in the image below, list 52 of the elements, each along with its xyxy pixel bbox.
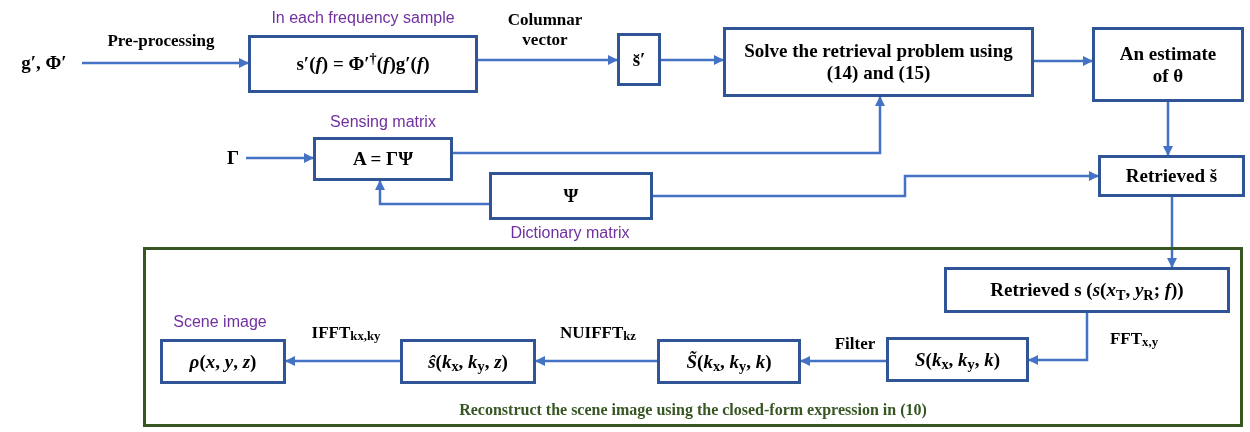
arrow <box>1167 197 1177 268</box>
box-text: S̃(k$_{x}$, k$_{y}$, k) <box>685 350 773 373</box>
arrow <box>653 171 1099 198</box>
arrow <box>1034 56 1093 66</box>
arrow <box>82 58 249 68</box>
input-symbol: g′, Φ′ <box>20 52 68 74</box>
arrow <box>800 356 886 366</box>
process-box <box>248 35 478 93</box>
arrow <box>1163 102 1173 156</box>
arrow <box>661 55 724 65</box>
edge-label: FFT$_{x,y}$ <box>1108 328 1159 352</box>
box-text: Retrieved š <box>1124 165 1219 187</box>
arrow <box>375 180 489 206</box>
box-text: S(k$_{x}$, k$_{y}$, k) <box>914 348 1001 371</box>
process-box <box>886 337 1029 382</box>
edge-label: Pre-processing <box>106 30 216 53</box>
box-text: ŝ(k$_{x}$, k$_{y}$, z) <box>427 350 509 373</box>
box-text: ρ(x, y, z) <box>188 350 258 373</box>
edge-label: NUIFFT$_{kz}$ <box>559 322 637 346</box>
process-box <box>160 339 286 384</box>
arrow <box>1028 313 1089 365</box>
annotation-text: Sensing matrix <box>329 112 437 132</box>
edge-label: Filter <box>833 333 877 356</box>
arrow <box>246 153 314 163</box>
box-text: s̆′ <box>631 48 647 71</box>
annotation-text: In each frequency sample <box>270 8 456 28</box>
box-text: A = ΓΨ <box>352 148 414 170</box>
annotation-text: Scene image <box>172 312 268 332</box>
arrow <box>535 356 657 366</box>
input-symbol: Γ <box>225 147 241 169</box>
process-box <box>400 339 536 384</box>
box-text: Retrieved s (s(x$_{T}$, y$_{R}$; f)) <box>989 279 1185 301</box>
box-text: Ψ <box>562 185 580 207</box>
process-box <box>1092 27 1244 102</box>
edge-label: IFFT$_{kx,ky}$ <box>310 322 382 346</box>
process-box <box>1098 155 1245 197</box>
group-caption: Reconstruct the scene image using the closed-form expression in (10) <box>458 400 928 421</box>
edge-label: Columnar vector <box>506 9 584 51</box>
process-box <box>313 137 453 181</box>
box-text: s′(f) = Φ′$^{†}$(f)g′(f) <box>295 53 431 75</box>
process-box <box>489 172 653 220</box>
process-box <box>723 27 1034 97</box>
arrow <box>478 55 618 65</box>
process-box <box>657 339 801 384</box>
arrow <box>285 356 400 366</box>
annotation-text: Dictionary matrix <box>509 223 631 243</box>
box-text: Solve the retrieval problem using (14) and (15) <box>743 40 1014 84</box>
group-frame <box>143 247 1243 427</box>
process-box <box>944 267 1230 313</box>
arrow <box>453 96 885 155</box>
box-text: An estimate of θ <box>1118 42 1218 87</box>
process-box <box>617 33 661 86</box>
